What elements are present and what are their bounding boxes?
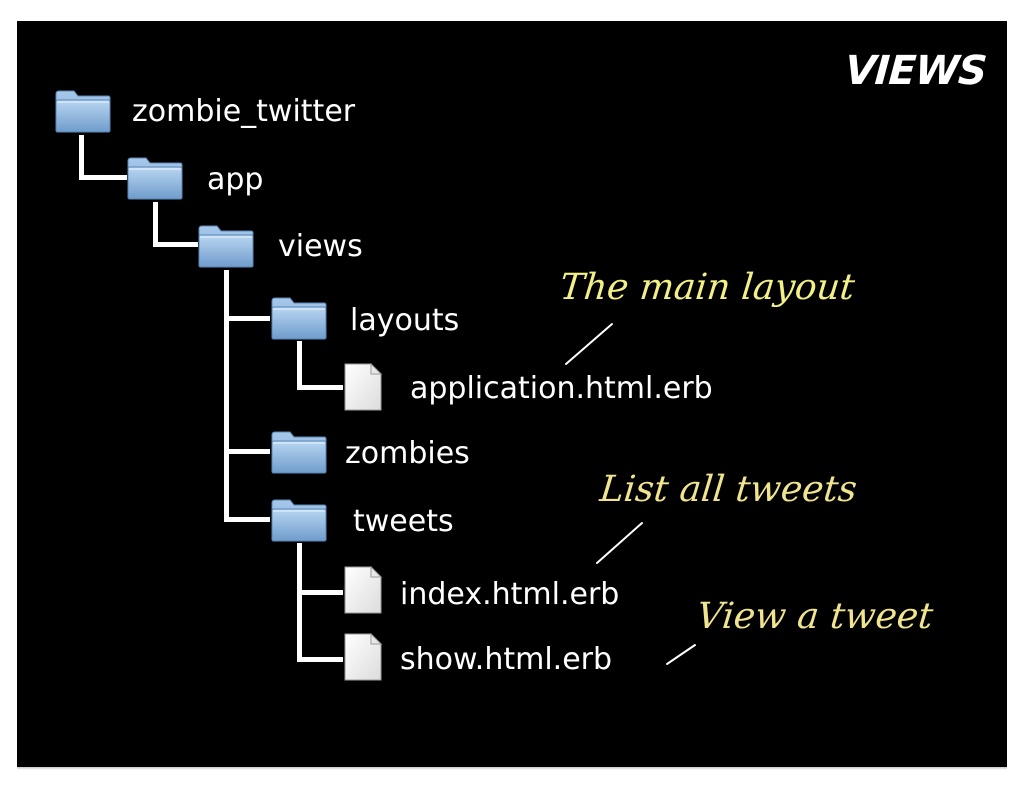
note-list-tweets: List all tweets <box>597 469 859 510</box>
file-icon <box>343 632 383 682</box>
tree-connector <box>224 449 270 454</box>
note-main-layout: The main layout <box>557 267 857 308</box>
tree-label-layouts: layouts <box>350 303 460 338</box>
tree-connector <box>153 242 198 247</box>
tree-label-zombies: zombies <box>345 436 470 471</box>
note-view-tweet: View a tweet <box>694 596 935 637</box>
file-icon <box>343 362 383 412</box>
folder-icon <box>54 88 112 134</box>
folder-icon <box>270 497 328 543</box>
tree-label-application-html-erb: application.html.erb <box>410 371 713 406</box>
tree-connector <box>79 175 127 180</box>
tree-connector <box>224 316 270 321</box>
tree-label-tweets: tweets <box>353 504 454 539</box>
folder-icon <box>270 295 328 341</box>
folder-icon <box>197 223 255 269</box>
tree-connector <box>297 590 343 595</box>
tree-connector <box>297 543 302 662</box>
tree-connector <box>297 657 343 662</box>
tree-connector <box>224 270 229 522</box>
slide-shadow <box>17 767 1007 770</box>
tree-connector <box>79 135 84 180</box>
tree-connector <box>224 517 270 522</box>
tree-connector <box>153 202 158 247</box>
tree-label-zombie-twitter: zombie_twitter <box>132 94 356 129</box>
tree-label-app: app <box>207 162 264 197</box>
folder-icon <box>126 155 184 201</box>
folder-icon <box>270 429 328 475</box>
tree-label-show-html-erb: show.html.erb <box>400 642 613 677</box>
tree-connector <box>297 385 343 390</box>
tree-label-views: views <box>278 229 363 264</box>
slide-background <box>17 21 1007 767</box>
file-icon <box>343 565 383 615</box>
tree-connector <box>297 341 302 390</box>
tree-label-index-html-erb: index.html.erb <box>400 577 620 612</box>
section-title: VIEWS <box>843 48 988 94</box>
